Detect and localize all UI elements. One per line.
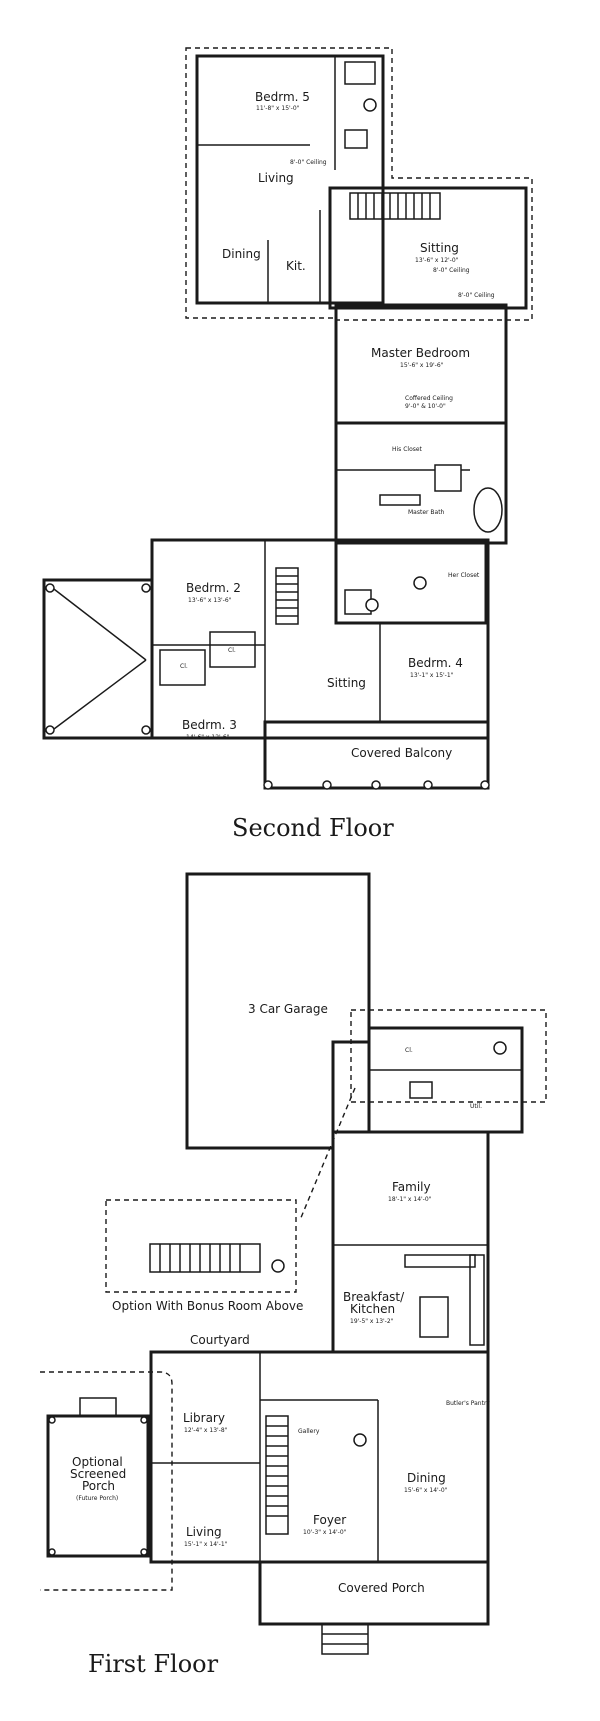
room-her-closet: Her Closet — [448, 572, 480, 579]
tub-icon — [344, 61, 376, 85]
vanity-icon — [379, 494, 421, 506]
upper-wing-walls — [195, 54, 385, 305]
room-living-upper: Living — [258, 171, 294, 185]
toilet-icon — [413, 576, 427, 590]
toilet-icon — [271, 1259, 285, 1273]
optional-porch-label: Optional — [72, 1455, 123, 1469]
sink-icon — [409, 1081, 433, 1099]
bonus-stair — [149, 1243, 261, 1273]
room-sitting-mid: Sitting — [327, 676, 366, 690]
room-sitting-upper-dim: 13'-6" x 12'-0" — [415, 257, 459, 264]
room-dining-upper: Dining — [222, 247, 261, 261]
vanity-icon — [344, 129, 368, 149]
ceiling-note: 8'-0" Ceiling — [290, 159, 327, 166]
toilet-icon — [353, 1433, 367, 1447]
second-floor-title: Second Floor — [232, 814, 394, 842]
room-living-dim: 15'-1" x 14'-1" — [184, 1541, 228, 1548]
option-bonus-label: Option With Bonus Room Above — [112, 1299, 303, 1313]
room-garage: 3 Car Garage — [248, 1002, 328, 1016]
room-foyer-dim: 10'-3" x 14'-0" — [303, 1529, 347, 1536]
first-floor-plan: 3 Car Garage Cl. Util. Family 18'-1" x 1… — [40, 872, 547, 1678]
kitchen-counter-top — [404, 1254, 476, 1268]
foyer-stair — [265, 1415, 289, 1535]
room-breakfast-kitchen-2: Kitchen — [350, 1302, 395, 1316]
master-ceiling-note: Coffered Ceiling — [405, 395, 453, 402]
lower-upper-stair — [275, 567, 299, 625]
room-breakfast-kitchen-dim: 19'-5" x 13'-2" — [350, 1318, 394, 1325]
utility-dashed-outline — [350, 1009, 547, 1103]
room-living: Living — [186, 1525, 222, 1539]
room-butler: Butler's Pantry — [446, 1400, 490, 1407]
room-breakfast-kitchen: Breakfast/ — [343, 1290, 405, 1304]
ceiling-note: 8'-0" Ceiling — [458, 292, 495, 299]
room-util: Util. — [470, 1103, 482, 1110]
lower-bedrooms-walls — [150, 538, 490, 740]
optional-porch-label-3: Porch — [82, 1479, 115, 1493]
sitting-wing-walls — [328, 186, 528, 310]
toilet-icon — [493, 1041, 507, 1055]
room-bedrm5-upper-dim: 11'-8" x 15'-0" — [256, 105, 300, 112]
toilet-icon — [365, 598, 379, 612]
covered-porch-walls — [258, 1560, 490, 1626]
room-bedrm3: Bedrm. 3 — [182, 718, 237, 732]
bonus-option-outline — [105, 1199, 297, 1293]
closet-label: Cl. — [180, 663, 188, 670]
bathtub-icon — [473, 487, 503, 533]
shower-icon — [434, 464, 462, 492]
ceiling-note: 8'-0" Ceiling — [433, 267, 470, 274]
porch-post — [48, 1416, 56, 1424]
room-bedrm2: Bedrm. 2 — [186, 581, 241, 595]
room-library: Library — [183, 1411, 225, 1425]
side-roof-x — [42, 578, 154, 740]
room-bedrm4-dim: 13'-1" x 15'-1" — [410, 672, 454, 679]
room-dining: Dining — [407, 1471, 446, 1485]
toilet-icon — [363, 98, 377, 112]
porch-post — [140, 1548, 148, 1556]
closet-box — [209, 631, 256, 668]
upper-wing-dashed-outline — [185, 47, 533, 321]
fireplace-icon — [79, 1397, 117, 1417]
room-sitting-upper: Sitting — [420, 241, 459, 255]
garage-connector — [299, 1087, 356, 1221]
porch-post — [48, 1548, 56, 1556]
optional-porch-label-2: Screened — [70, 1467, 126, 1481]
room-foyer: Foyer — [313, 1513, 346, 1527]
upper-stair — [349, 192, 441, 220]
balcony-posts — [263, 780, 490, 790]
room-family-dim: 18'-1" x 14'-0" — [388, 1196, 432, 1203]
optional-porch-outline — [40, 1371, 173, 1591]
room-his-closet: His Closet — [392, 446, 423, 453]
garage-walls — [185, 872, 371, 1150]
closet-label: Cl. — [405, 1047, 413, 1054]
master-ceiling-note-2: 9'-0" & 10'-0" — [405, 403, 446, 410]
room-dining-dim: 15'-6" x 14'-0" — [404, 1487, 448, 1494]
kitchen-counter — [469, 1254, 485, 1346]
courtyard-label: Courtyard — [190, 1333, 250, 1347]
room-covered-porch: Covered Porch — [338, 1581, 425, 1595]
room-bedrm5-upper: Bedrm. 5 — [255, 90, 310, 104]
room-bedrm2-dim: 13'-6" x 13'-6" — [188, 597, 232, 604]
first-floor-title: First Floor — [88, 1650, 219, 1678]
room-gallery: Gallery — [298, 1428, 320, 1435]
optional-porch-note: (Future Porch) — [76, 1495, 118, 1502]
closet-label-2: Cl. — [228, 647, 236, 654]
room-master-bedroom-dim: 15'-6" x 19'-6" — [400, 362, 444, 369]
porch-post — [140, 1416, 148, 1424]
room-master-bath: Master Bath — [408, 509, 445, 516]
room-library-dim: 12'-4" x 13'-8" — [184, 1427, 228, 1434]
room-kit-upper: Kit. — [286, 259, 306, 273]
room-family: Family — [392, 1180, 431, 1194]
porch-steps — [321, 1623, 369, 1655]
kitchen-island-icon — [419, 1296, 449, 1338]
second-floor-plan: Bedrm. 5 11'-8" x 15'-0" 8'-0" Ceiling L… — [42, 47, 533, 842]
room-bedrm3-dim: 14'-6" x 12'-6" — [186, 734, 230, 741]
room-covered-balcony: Covered Balcony — [351, 746, 452, 760]
closet-box — [159, 649, 206, 686]
room-master-bedroom: Master Bedroom — [371, 346, 470, 360]
room-bedrm4: Bedrm. 4 — [408, 656, 463, 670]
